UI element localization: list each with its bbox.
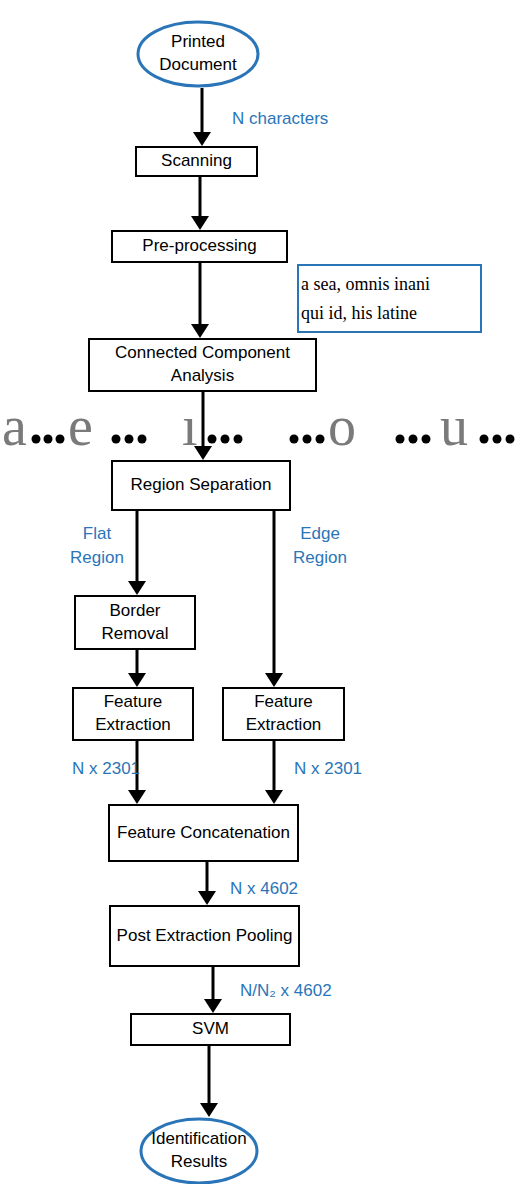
- text-sample-box: a sea, omnis inaniqui id, his latine: [297, 264, 482, 333]
- arrow-head: [128, 790, 146, 804]
- character-sample: ı: [182, 398, 198, 454]
- character-sample: o: [328, 398, 356, 454]
- node-label: SVM: [192, 1018, 229, 1041]
- edge-label: N x 4602: [230, 877, 350, 901]
- flow-arrow: [128, 511, 146, 595]
- character-sample: u: [440, 398, 468, 454]
- node-label: Connected Component Analysis: [90, 342, 315, 388]
- process-box: Feature Extraction: [222, 687, 345, 741]
- edge-label: N/N₂ x 4602: [240, 979, 380, 1003]
- ellipse-shape: [138, 22, 258, 86]
- end-ellipse: Identification Results: [139, 1117, 259, 1184]
- arrow-head: [265, 673, 283, 687]
- process-box: Region Separation: [111, 460, 291, 511]
- flow-arrow: [191, 177, 209, 230]
- arrow-shaft: [273, 511, 276, 674]
- edge-label: Edge Region: [280, 522, 360, 570]
- flow-arrow: [204, 967, 222, 1013]
- process-box: Connected Component Analysis: [88, 338, 317, 392]
- arrow-shaft: [273, 741, 276, 791]
- arrow-shaft: [136, 511, 139, 582]
- ellipse-outline: [139, 1117, 259, 1184]
- arrow-head: [193, 132, 211, 146]
- node-label: Feature Extraction: [74, 691, 192, 737]
- flow-arrow: [193, 88, 211, 146]
- arrow-head: [128, 673, 146, 687]
- arrow-shaft: [136, 650, 139, 674]
- node-label: Region Separation: [131, 474, 272, 497]
- node-label: Scanning: [161, 150, 232, 173]
- edge-label: N x 2301: [294, 757, 394, 781]
- arrow-shaft: [212, 967, 215, 1000]
- character-sample: e: [68, 398, 93, 454]
- arrow-shaft: [208, 1046, 211, 1104]
- arrow-head: [128, 581, 146, 595]
- character-sample: a: [2, 398, 27, 454]
- flow-arrow: [265, 511, 283, 687]
- ellipse-shape: [141, 1119, 257, 1183]
- process-box: Post Extraction Pooling: [109, 905, 300, 967]
- flow-arrow: [200, 1046, 218, 1117]
- node-label: Post Extraction Pooling: [117, 925, 293, 948]
- arrow-shaft: [199, 263, 202, 325]
- arrow-shaft: [202, 392, 205, 447]
- process-box: Pre-processing: [111, 230, 288, 263]
- process-box: Feature Extraction: [72, 687, 194, 741]
- edge-label: Flat Region: [62, 522, 132, 570]
- flow-arrow: [191, 263, 209, 338]
- arrow-head: [194, 446, 212, 460]
- process-box: Feature Concatenation: [108, 804, 299, 862]
- node-label: Feature Extraction: [224, 691, 343, 737]
- edge-label: N characters: [232, 107, 372, 131]
- arrow-shaft: [201, 88, 204, 133]
- flow-arrow: [198, 862, 216, 905]
- arrow-head: [191, 324, 209, 338]
- sample-text: a sea, omnis inani: [301, 270, 430, 299]
- node-label: Pre-processing: [142, 235, 256, 258]
- node-label: Identification Results: [151, 1128, 246, 1174]
- arrow-shaft: [206, 862, 209, 892]
- arrow-head: [198, 891, 216, 905]
- flow-arrow: [128, 650, 146, 687]
- start-ellipse: Printed Document: [136, 20, 260, 88]
- node-label: Feature Concatenation: [117, 822, 290, 845]
- node-label: Printed Document: [150, 31, 246, 77]
- node-label: Border Removal: [76, 600, 194, 646]
- flow-arrow: [194, 392, 212, 460]
- flow-arrow: [265, 741, 283, 804]
- edge-label: N x 2301: [72, 757, 172, 781]
- arrow-head: [204, 999, 222, 1013]
- arrow-shaft: [199, 177, 202, 217]
- process-box: Border Removal: [74, 595, 196, 650]
- ellipse-outline: [136, 20, 260, 88]
- arrow-head: [200, 1103, 218, 1117]
- process-box: Scanning: [135, 146, 258, 177]
- arrow-head: [265, 790, 283, 804]
- process-box: SVM: [130, 1013, 291, 1046]
- sample-text: qui id, his latine: [301, 299, 417, 328]
- arrow-head: [191, 216, 209, 230]
